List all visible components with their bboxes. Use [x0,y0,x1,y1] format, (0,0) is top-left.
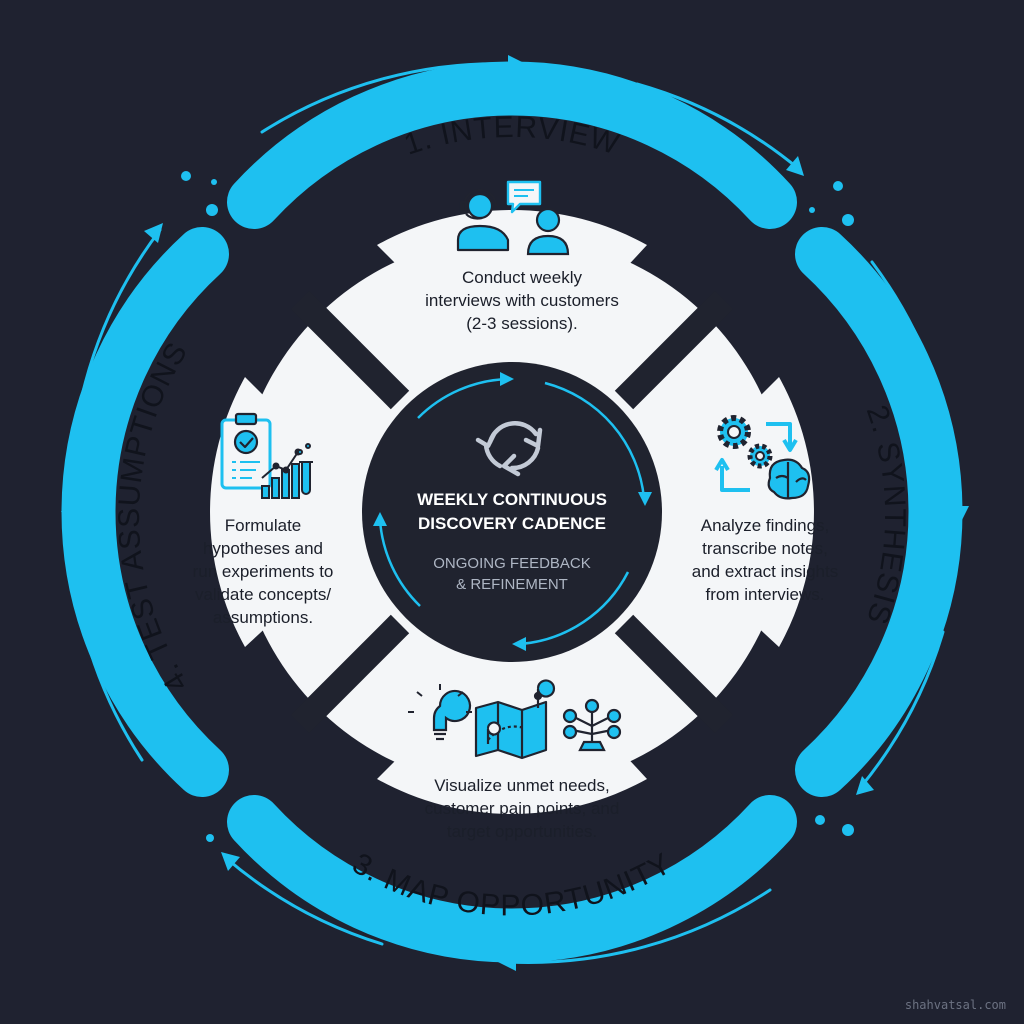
brain-icon [767,458,811,500]
interview-description: Conduct weekly interviews with customers… [425,268,619,333]
map-icon [474,679,555,760]
clipboard-check-icon [220,412,272,490]
center-subtitle: ONGOING FEEDBACK & REFINEMENT [433,555,591,593]
phase-ring [61,61,963,963]
test-tube-icon [297,443,313,495]
cycle-arrows-icon [714,422,798,492]
decorative-dots [181,171,854,842]
lightbulb-icon [408,684,472,741]
refresh-cycle-icon [475,421,543,477]
person-icon [526,207,570,256]
chat-bubble-icon [506,180,542,214]
center-title: WEEKLY CONTINUOUS DISCOVERY CADENCE [417,490,607,533]
headset-person-icon [456,188,510,252]
gears-icon [717,415,773,469]
tree-icon [562,698,622,752]
center-hub [362,362,662,662]
map-opportunity-description: Visualize unmet needs, customer pain poi… [424,776,620,841]
watermark: shahvatsal.com [904,998,1006,1012]
inner-arrowheads [373,372,652,651]
inner-cycle-arrows [378,377,646,646]
test-assumptions-description: Formulate hypotheses and run experiments… [192,516,334,627]
panel-dividers [290,290,734,734]
synthesis-description: Analyze findings, transcribe notes, and … [691,516,839,604]
